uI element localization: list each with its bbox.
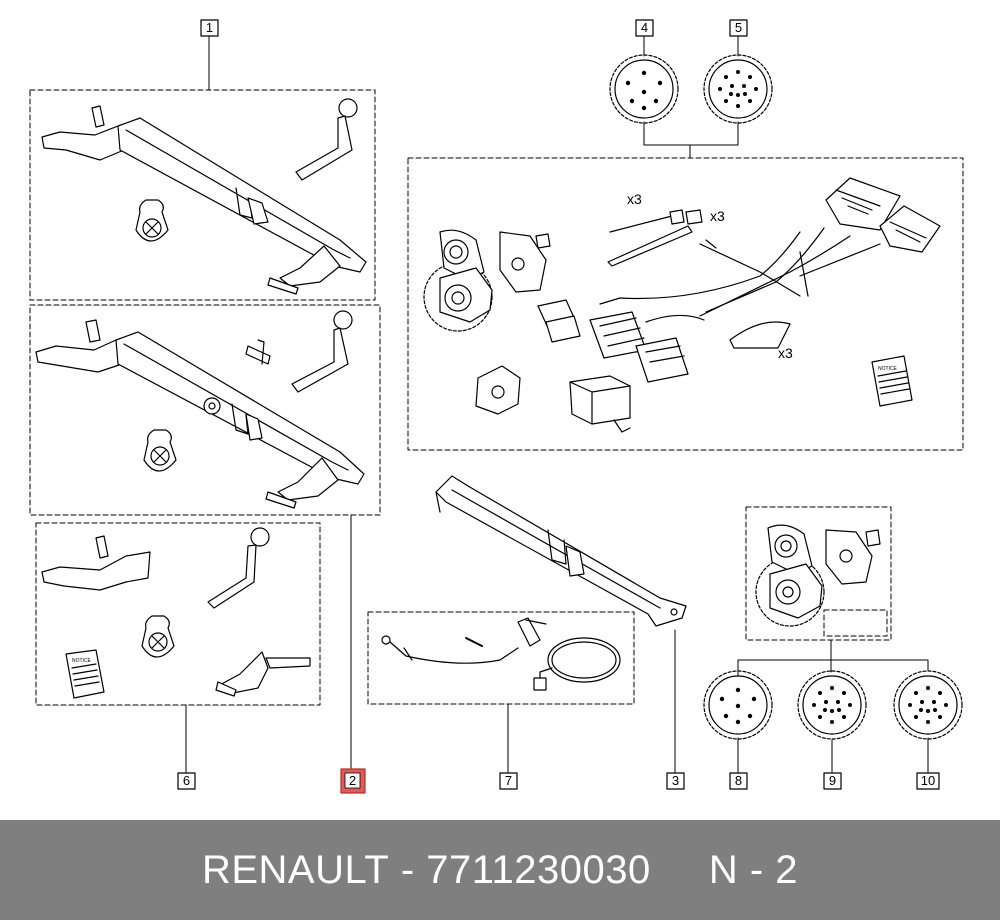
svg-text:x3: x3 xyxy=(710,208,725,224)
connector-face-10 xyxy=(893,670,963,740)
footer-bar: RENAULT - 7711230030 N - 2 xyxy=(0,820,1000,920)
callout-10[interactable]: 10 xyxy=(916,772,940,790)
callout-1[interactable]: 1 xyxy=(200,19,219,37)
footer-separator: - xyxy=(389,847,427,892)
callout-2[interactable]: 2 xyxy=(340,768,366,794)
towbar-main xyxy=(435,475,687,627)
svg-text:2: 2 xyxy=(349,773,356,788)
svg-text:NOTICE: NOTICE xyxy=(72,658,92,664)
wiring-harness: x3 x3 x3 NOTICE xyxy=(423,177,941,433)
svg-text:NOTICE: NOTICE xyxy=(878,366,898,372)
towbar-assembly-2 xyxy=(35,310,365,509)
group-box-6 xyxy=(35,522,321,706)
connector-face-4 xyxy=(609,54,679,124)
svg-text:x3: x3 xyxy=(627,191,642,207)
svg-text:10: 10 xyxy=(921,773,935,788)
callout-5[interactable]: 5 xyxy=(729,19,748,37)
svg-text:1: 1 xyxy=(206,20,213,35)
footer-position: N - 2 xyxy=(708,847,799,892)
svg-text:4: 4 xyxy=(641,20,648,35)
callout-7[interactable]: 7 xyxy=(499,772,518,790)
footer-part-number: 7711230030 xyxy=(426,847,651,892)
group-box-notice xyxy=(823,609,888,637)
connector-face-5 xyxy=(703,54,773,124)
connector-face-8 xyxy=(703,670,773,740)
callout-6[interactable]: 6 xyxy=(177,772,196,790)
group-box-1 xyxy=(29,89,376,301)
group-box-harness xyxy=(407,157,964,451)
wire-kit xyxy=(381,617,621,691)
callout-8[interactable]: 8 xyxy=(729,772,748,790)
svg-text:3: 3 xyxy=(672,773,679,788)
callout-4[interactable]: 4 xyxy=(635,19,654,37)
footer-gap xyxy=(651,848,709,893)
svg-text:x3: x3 xyxy=(778,345,793,361)
svg-text:6: 6 xyxy=(183,773,190,788)
socket-kit xyxy=(755,524,881,627)
towbar-assembly-1 xyxy=(41,98,367,295)
connector-face-9 xyxy=(797,670,867,740)
group-box-sockets xyxy=(745,506,892,641)
bracket-kit: NOTICE xyxy=(41,527,311,699)
parts-diagram: 1 2 3 4 5 6 7 8 9 10 xyxy=(29,19,964,794)
callout-9[interactable]: 9 xyxy=(823,772,842,790)
callout-3[interactable]: 3 xyxy=(666,772,685,790)
group-box-7 xyxy=(367,611,635,705)
svg-text:7: 7 xyxy=(505,773,512,788)
svg-text:5: 5 xyxy=(735,20,742,35)
svg-text:8: 8 xyxy=(735,773,742,788)
svg-text:9: 9 xyxy=(829,773,836,788)
footer-brand: RENAULT xyxy=(201,847,390,892)
